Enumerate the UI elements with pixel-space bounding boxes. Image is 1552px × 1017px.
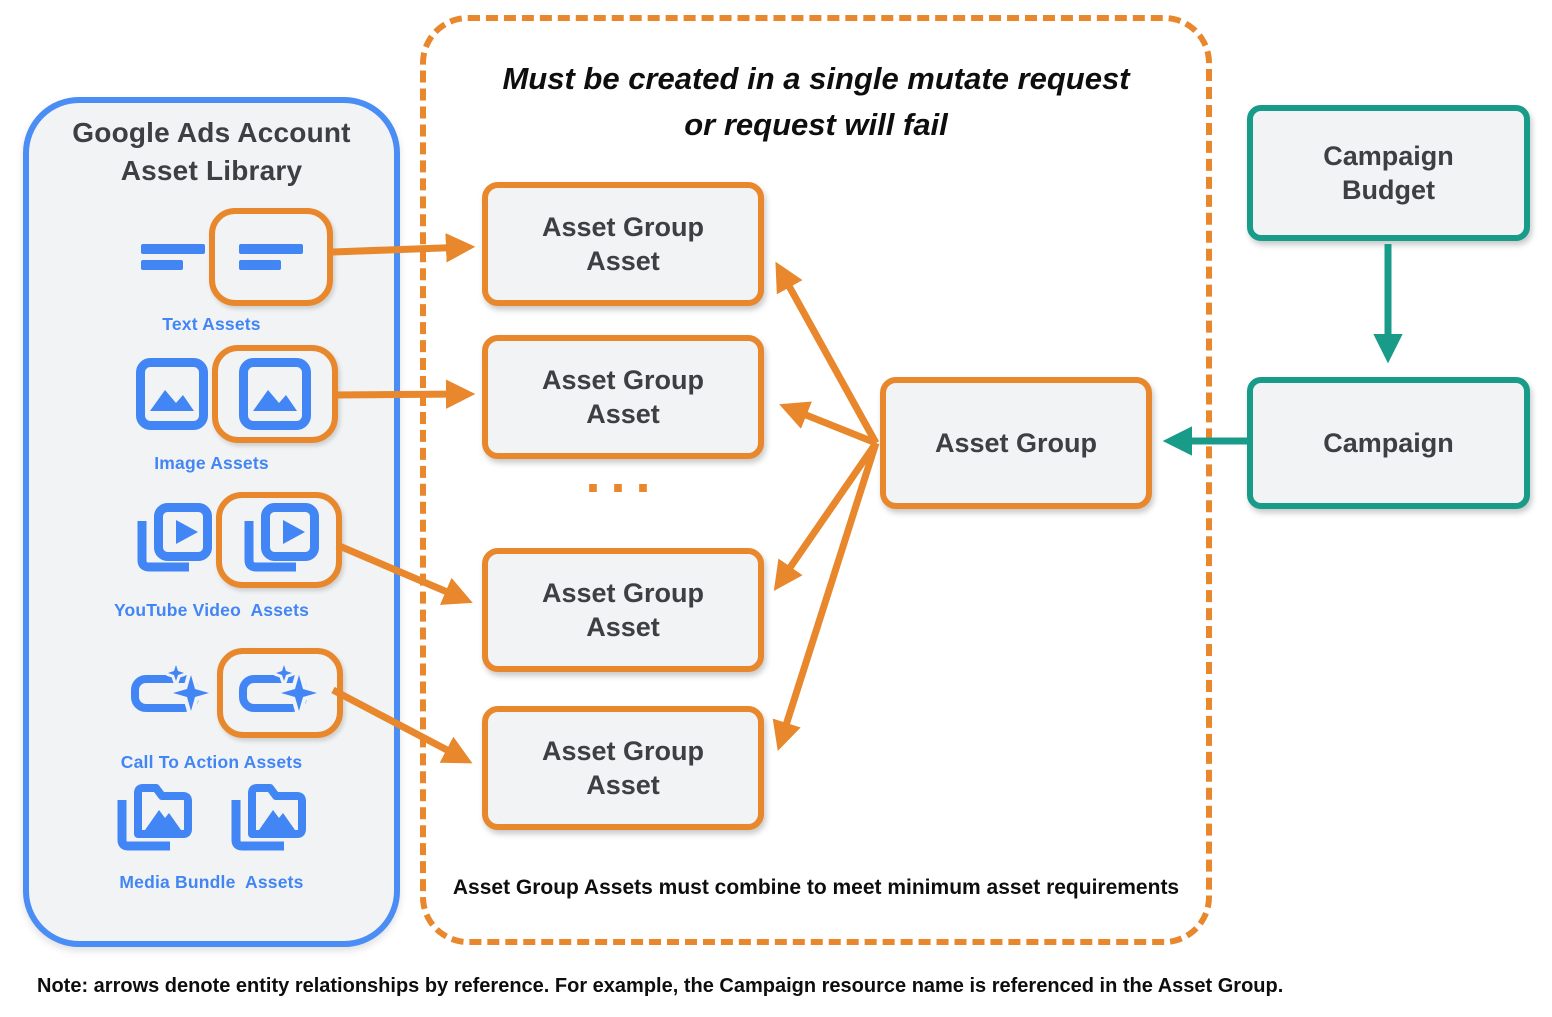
asset-row-youtube-video-assets: YouTube Video Assets bbox=[23, 492, 400, 621]
mutate-request-title: Must be created in a single mutate reque… bbox=[502, 61, 1130, 142]
selected-asset-frame bbox=[215, 492, 342, 588]
page-note: Note: arrows denote entity relationships… bbox=[37, 975, 1284, 997]
mutate-request-group bbox=[420, 15, 1212, 945]
image-asset-icon bbox=[135, 358, 208, 430]
text-asset-icon bbox=[238, 244, 303, 270]
asset-row-image-assets: Image Assets bbox=[23, 345, 400, 474]
selected-asset-frame bbox=[208, 208, 333, 306]
asset-row-text-assets: Text Assets bbox=[23, 208, 400, 335]
asset-row-media-bundle-assets: Media Bundle Assets bbox=[23, 778, 400, 893]
mutate-group-footnote: Asset Group Assets must combine to meet … bbox=[452, 876, 1180, 899]
media-bundle-asset-icon bbox=[231, 784, 306, 851]
asset-group-asset-box: Asset Group Asset bbox=[482, 182, 764, 306]
image-asset-icon bbox=[238, 358, 311, 430]
asset-row-label: Image Assets bbox=[154, 453, 269, 473]
ellipsis: ... bbox=[585, 444, 661, 504]
asset-row-call-to-action-assets: Call To Action Assets bbox=[23, 648, 400, 773]
asset-row-label: Call To Action Assets bbox=[120, 752, 303, 772]
call-to-action-asset-icon bbox=[130, 662, 213, 715]
asset-group-asset-box: Asset Group Asset bbox=[482, 548, 764, 672]
campaign-box: Campaign bbox=[1247, 377, 1530, 509]
asset-library-title: Google Ads Account Asset Library bbox=[72, 117, 351, 186]
asset-row-label: YouTube Video Assets bbox=[113, 600, 310, 620]
text-asset-icon bbox=[140, 244, 205, 270]
selected-asset-frame bbox=[211, 345, 338, 443]
asset-group-asset-box: Asset Group Asset bbox=[482, 706, 764, 830]
selected-asset-frame bbox=[216, 648, 343, 738]
asset-row-label: Media Bundle Assets bbox=[119, 872, 304, 892]
campaign-budget-box: Campaign Budget bbox=[1247, 105, 1530, 241]
call-to-action-asset-icon bbox=[238, 662, 321, 715]
youtube-video-asset-icon bbox=[137, 503, 212, 572]
youtube-video-asset-icon bbox=[244, 503, 319, 572]
asset-group-asset-box: Asset Group Asset bbox=[482, 335, 764, 459]
media-bundle-asset-icon bbox=[117, 784, 192, 851]
asset-group-box: Asset Group bbox=[880, 377, 1152, 509]
asset-row-label: Text Assets bbox=[162, 314, 261, 334]
